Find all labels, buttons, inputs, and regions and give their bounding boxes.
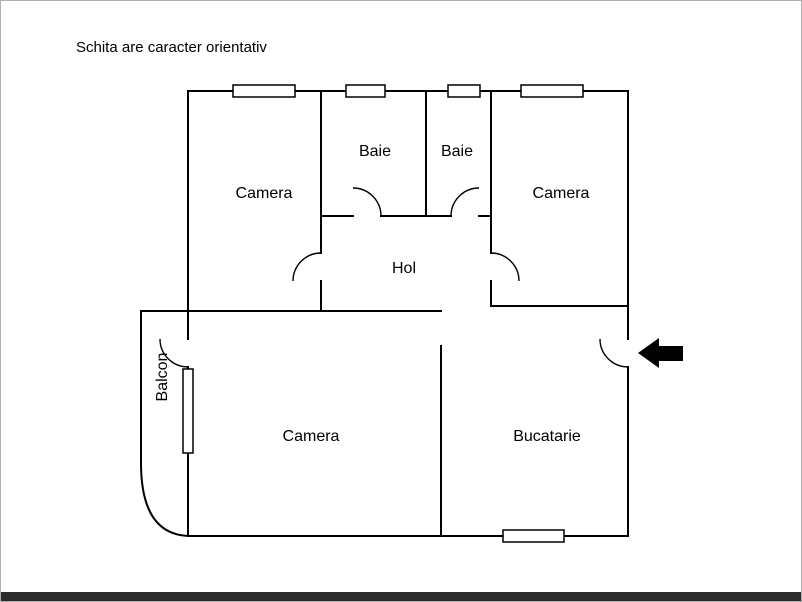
window-baie-right — [447, 84, 481, 98]
outer-walls — [187, 90, 629, 537]
door-arc-entrance — [599, 338, 629, 368]
door-arc-camera-top-left — [292, 252, 322, 282]
window-bucatarie-bottom — [502, 529, 565, 543]
room-label-camera-top-left: Camera — [236, 185, 293, 202]
room-labels: Camera Baie Baie Camera Hol Camera Bucat… — [154, 143, 590, 445]
room-label-bucatarie: Bucatarie — [513, 428, 581, 445]
door-arcs — [159, 187, 629, 368]
door-arc-baie-right — [450, 187, 480, 217]
room-label-hol: Hol — [392, 260, 416, 277]
room-label-balcon: Balcon — [154, 353, 171, 402]
interior-walls — [140, 90, 629, 537]
room-label-camera-top-right: Camera — [533, 185, 590, 202]
windows — [182, 84, 584, 543]
wall-balcony-curve — [139, 461, 193, 538]
footer-bar — [1, 592, 801, 601]
door-arc-camera-top-right — [490, 252, 520, 282]
window-baie-left — [345, 84, 386, 98]
door-arc-baie-left — [352, 187, 382, 217]
left-arrow-icon — [638, 338, 683, 368]
window-camera-top-left — [232, 84, 296, 98]
balcony-outline — [139, 310, 193, 538]
window-camera-top-right — [520, 84, 584, 98]
room-label-baie-right: Baie — [441, 143, 473, 160]
window-balcony — [182, 368, 194, 454]
room-label-baie-left: Baie — [359, 143, 391, 160]
disclaimer-title: Schita are caracter orientativ — [76, 39, 267, 56]
door-arc-balcony — [159, 338, 189, 368]
room-label-camera-bottom: Camera — [283, 428, 340, 445]
